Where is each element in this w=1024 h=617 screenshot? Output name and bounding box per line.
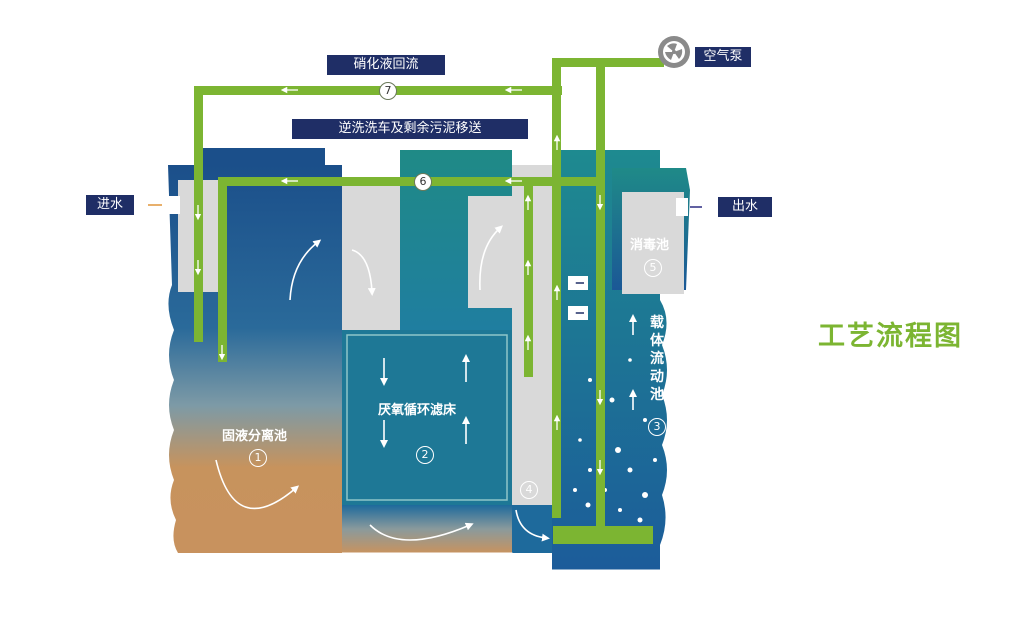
label-inlet: 进水	[86, 195, 134, 215]
fan-icon	[658, 36, 690, 68]
tank-5-inner	[622, 192, 684, 294]
pipe-6-number: 6	[414, 173, 432, 191]
tank-3-name: 载体流动池	[650, 315, 664, 403]
tank-base	[342, 552, 660, 571]
tank-2-name: 厌氧循环滤床	[378, 403, 457, 418]
tank-4-bottom	[512, 505, 552, 553]
tank-2-grey-top	[342, 180, 400, 330]
flow-arrows	[215, 225, 637, 542]
tank-2-bottom	[342, 505, 512, 553]
inlet-notch	[166, 196, 180, 214]
diagram-title: 工艺流程图	[818, 321, 963, 352]
tank-1-top-strip	[195, 148, 325, 166]
arrow-boxes	[568, 276, 588, 320]
tank-3-number: 3	[648, 418, 666, 436]
tank-4-number: 4	[520, 481, 538, 499]
tank-5-number: 5	[644, 259, 662, 277]
label-air-pump: 空气泵	[695, 47, 751, 67]
label-backwash: 逆洗洗车及剩余污泥移送	[292, 119, 528, 139]
tank-5-name: 消毒池	[630, 238, 670, 253]
outlet-notch	[676, 198, 688, 216]
tank-2-body	[342, 330, 512, 505]
pipe-7-number: 7	[379, 82, 397, 100]
tank-1-number: 1	[249, 449, 267, 467]
pipe-arrows	[194, 86, 604, 476]
tank-1-name: 固液分离池	[222, 429, 288, 444]
label-outlet: 出水	[718, 197, 772, 217]
bubbles	[573, 358, 657, 542]
tank-2-number: 2	[416, 446, 434, 464]
tank-2-frame	[346, 334, 508, 501]
label-nitrification-return: 硝化液回流	[327, 55, 445, 75]
tank-2-side-grey	[468, 196, 512, 308]
